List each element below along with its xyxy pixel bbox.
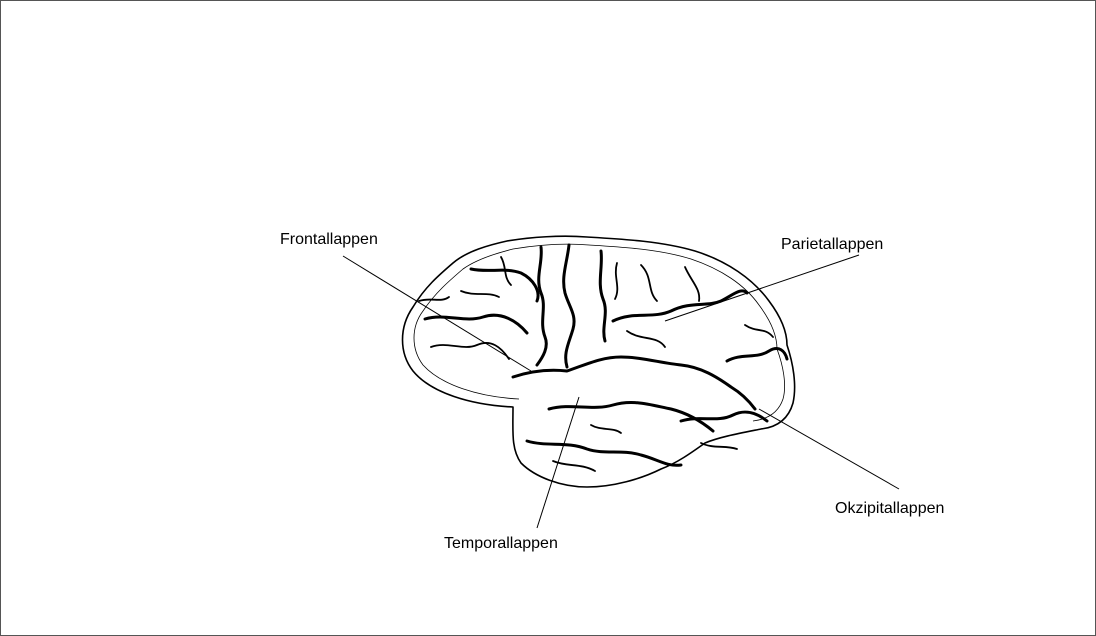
frontal-lobe-label: Frontallappen [280, 231, 378, 248]
temporal-lobe-label: Temporallappen [444, 535, 558, 552]
brain-illustration [403, 236, 795, 487]
gyral-fold-10 [701, 443, 737, 449]
occipital-lobe-label: Okzipitallappen [835, 500, 944, 517]
occipital-leader-line [759, 409, 899, 489]
parietal-lobe-label: Parietallappen [781, 236, 883, 253]
